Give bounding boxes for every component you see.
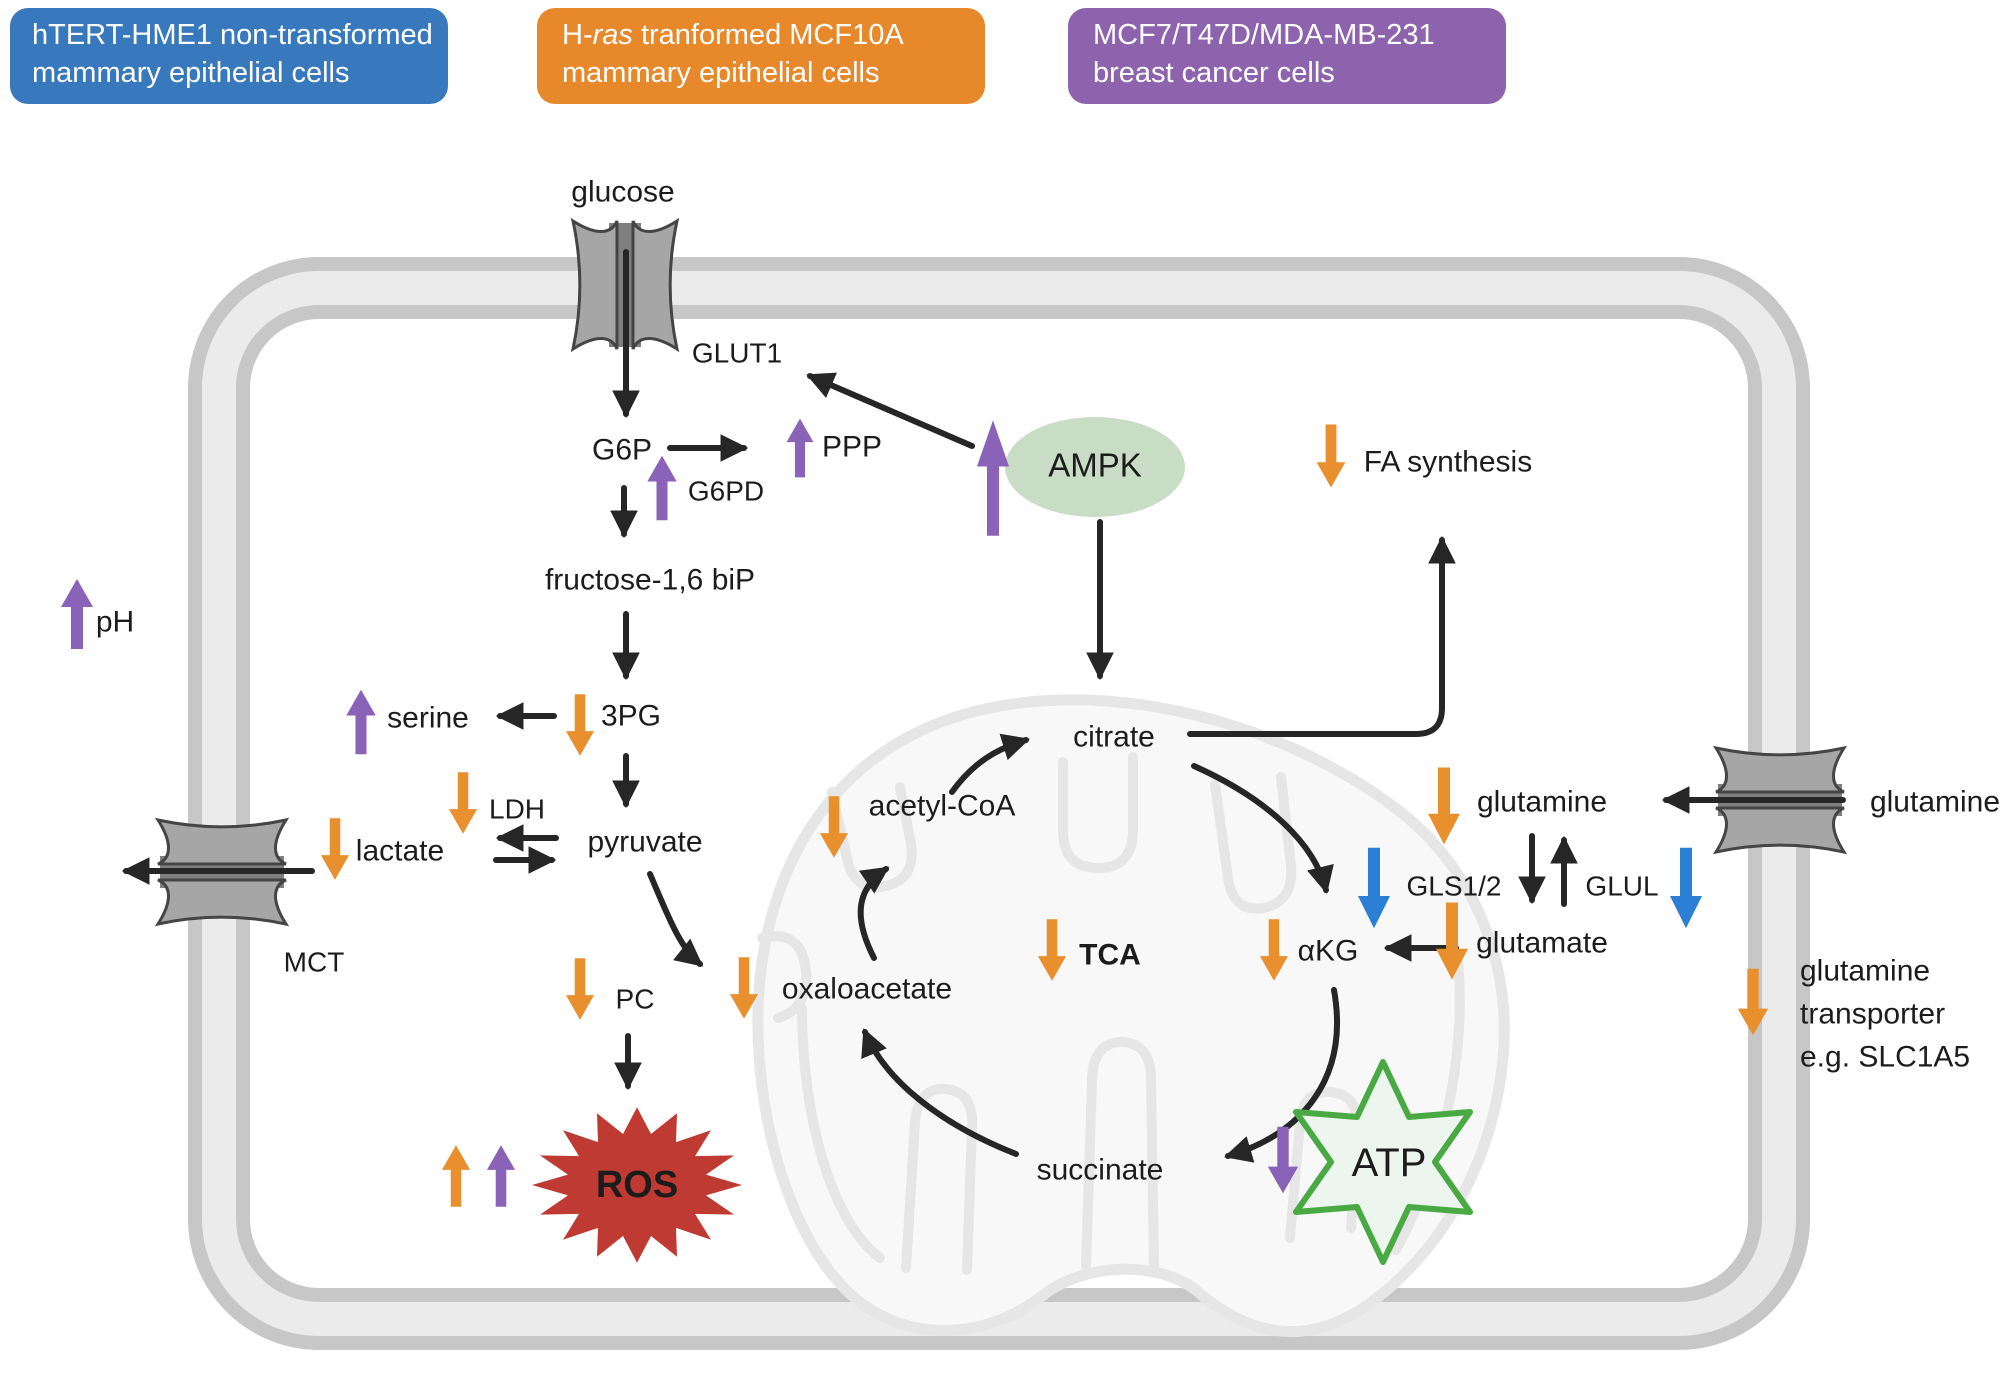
atp-star-icon [1293, 1059, 1473, 1265]
fa-down-arrow-icon [1316, 424, 1346, 488]
g6pd-label: G6PD [687, 475, 765, 507]
akg-label: αKG [1297, 934, 1359, 968]
legend-hras-line2: mammary epithelial cells [562, 57, 880, 89]
fa-synthesis-label: FA synthesis [1363, 445, 1533, 479]
threepg-down-arrow-icon [565, 694, 595, 756]
citrate-label: citrate [1073, 720, 1155, 754]
glul-label: GLUL [1585, 870, 1659, 902]
legend-htert-line1: hTERT-HME1 non-transformed [32, 19, 433, 51]
glutamine-in-label: glutamine [1476, 785, 1608, 819]
threepg-label: 3PG [600, 699, 662, 733]
gls-label: GLS1/2 [1406, 870, 1502, 902]
reaction-arrows [121, 249, 1846, 1163]
glutamine-out-label: glutamine [1869, 785, 2001, 819]
pc-down-arrow-icon [565, 958, 595, 1020]
ros-up-arrow-purple-icon [486, 1145, 516, 1207]
serine-up-arrow-icon [346, 689, 376, 755]
pyruvate-label: pyruvate [587, 825, 703, 859]
legend-box-mcf7 [1068, 8, 1506, 104]
legend-mcf7-line2: breast cancer cells [1093, 57, 1335, 89]
slc-transporter-line2: transporter [1800, 997, 1946, 1031]
pyruvate-to-oxaloacetate-arrow [647, 871, 704, 967]
slc-transporter-line1: glutamine [1800, 954, 1931, 988]
acetylcoa-label: acetyl-CoA [868, 789, 1016, 823]
legend-hras-label: H-ras tranformed MCF10A mammary epitheli… [562, 16, 904, 92]
ldh-down-arrow-icon [448, 772, 478, 834]
legend-htert-line2: mammary epithelial cells [32, 57, 350, 89]
ros-star-icon [532, 1107, 742, 1263]
legend-mcf7-label: MCF7/T47D/MDA-MB-231 breast cancer cells [1093, 16, 1435, 92]
fructose-label: fructose-1,6 biP [544, 563, 756, 597]
pc-label: PC [615, 983, 655, 1015]
ampk-up-arrow-icon [977, 420, 1009, 536]
legend-htert-label: hTERT-HME1 non-transformed mammary epith… [32, 16, 433, 92]
citrate-to-fa-arrow [1187, 535, 1456, 737]
tca-label: TCA [1079, 938, 1141, 972]
acetylcoa-to-citrate-arrow [949, 733, 1030, 795]
g6p-label: G6P [591, 433, 653, 467]
ph-up-arrow-icon [61, 579, 93, 649]
mct-label: MCT [283, 946, 345, 978]
succinate-label: succinate [1036, 1153, 1164, 1187]
legend-hras-line1: H-ras tranformed MCF10A [562, 19, 904, 51]
ros-up-arrow-orange-icon [441, 1145, 471, 1207]
atp-label: ATP [1351, 1141, 1427, 1185]
serine-label: serine [387, 701, 469, 735]
glul-down-arrow-icon [1670, 847, 1702, 929]
succinate-to-oxaloacetate-arrow [861, 1028, 1019, 1157]
ppp-up-arrow-icon [786, 418, 814, 478]
ampk-label: AMPK [1048, 446, 1142, 484]
ldh-label: LDH [488, 793, 546, 825]
legend-box-hras [537, 8, 985, 104]
ppp-label: PPP [821, 430, 883, 464]
lactate-label: lactate [355, 834, 445, 868]
ros-label: ROS [595, 1164, 679, 1207]
glut1-label: GLUT1 [691, 337, 783, 369]
legend-box-htert [10, 8, 448, 104]
glucose-label: glucose [571, 175, 675, 209]
glutamine-down-arrow-icon [1428, 767, 1460, 845]
oxaloacetate-to-acetylcoa-arrow [857, 866, 890, 961]
oxaloacetate-label: oxaloacetate [781, 972, 953, 1006]
akg-to-succinate-arrow [1224, 987, 1340, 1163]
ampk-ellipse [1005, 417, 1185, 517]
legend-mcf7-line1: MCF7/T47D/MDA-MB-231 [1093, 19, 1435, 51]
ph-label: pH [95, 605, 135, 639]
citrate-to-akg-arrow [1191, 763, 1334, 895]
ampk-to-glut1-arrow [806, 372, 975, 449]
glutamate-label: glutamate [1476, 926, 1608, 960]
slc-transporter-line3: e.g. SLC1A5 [1800, 1040, 1971, 1074]
lactate-down-arrow-icon [320, 818, 350, 880]
